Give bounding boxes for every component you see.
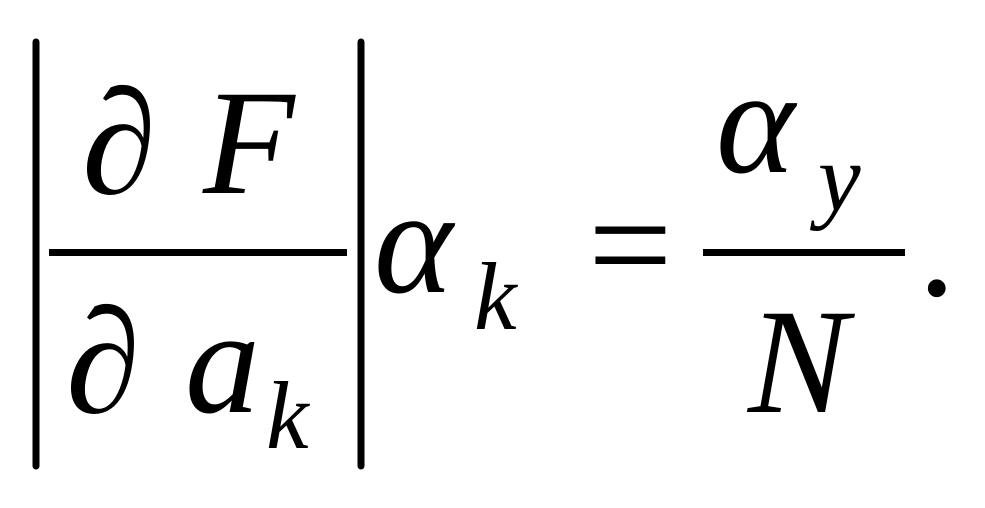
variable-a: a <box>185 279 260 445</box>
fraction-bar-left <box>49 249 347 256</box>
alpha-multiplier: α <box>374 159 456 325</box>
partial-symbol-denominator: ∂ <box>66 279 140 445</box>
alpha-multiplier-subscript: k <box>474 243 519 350</box>
variable-a-subscript: k <box>266 362 311 469</box>
partial-symbol-numerator: ∂ <box>82 60 156 226</box>
fraction-bar-right <box>703 249 905 256</box>
denominator-n: N <box>746 279 855 445</box>
alpha-numerator: α <box>716 39 798 205</box>
function-f: F <box>202 60 296 226</box>
equals-sign: = <box>588 162 673 328</box>
period: . <box>918 162 956 328</box>
alpha-numerator-subscript: y <box>809 124 861 231</box>
